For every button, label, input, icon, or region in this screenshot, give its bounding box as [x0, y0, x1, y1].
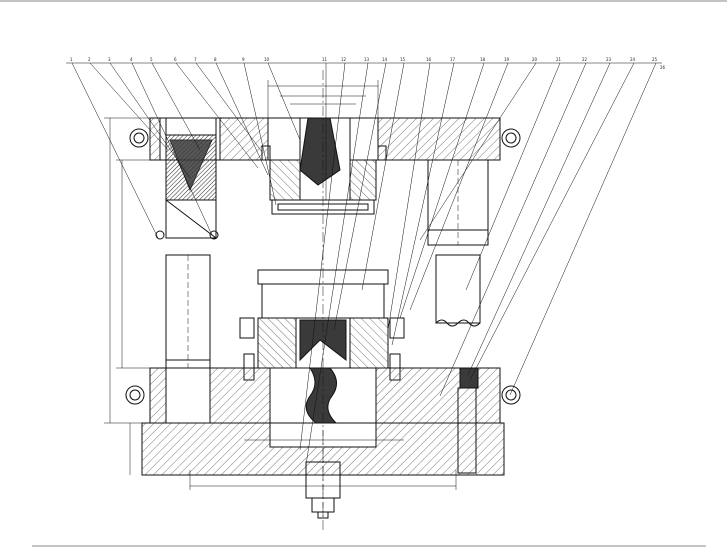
callout-26: 26 — [660, 65, 666, 70]
leader-lines — [71, 62, 657, 466]
callout-23: 23 — [606, 57, 612, 62]
lifting-ring-bottom-right — [501, 385, 521, 405]
callout-13: 13 — [364, 57, 370, 62]
callout-15: 15 — [400, 57, 406, 62]
callout-24: 24 — [630, 57, 636, 62]
upper-screw-left — [155, 230, 165, 240]
callout-5: 5 — [150, 57, 153, 62]
callout-9: 9 — [242, 57, 245, 62]
callout-3: 3 — [108, 57, 111, 62]
callout-8: 8 — [214, 57, 217, 62]
lifting-ring-top-left — [129, 128, 149, 148]
lower-support-block-right — [435, 254, 481, 324]
callout-17: 17 — [450, 57, 456, 62]
callout-4: 4 — [130, 57, 133, 62]
callout-14: 14 — [382, 57, 388, 62]
lifting-ring-top-right — [501, 128, 521, 148]
callout-10: 10 — [264, 57, 270, 62]
callout-7: 7 — [194, 57, 197, 62]
callout-18: 18 — [480, 57, 486, 62]
callout-1: 1 — [70, 57, 73, 62]
callout-6: 6 — [174, 57, 177, 62]
callout-25: 25 — [652, 57, 658, 62]
lifting-ring-bottom-left — [125, 385, 145, 405]
callout-19: 19 — [504, 57, 510, 62]
callout-16: 16 — [426, 57, 432, 62]
callout-11: 11 — [322, 57, 328, 62]
callout-22: 22 — [582, 57, 588, 62]
callout-2: 2 — [88, 57, 91, 62]
callout-21: 21 — [556, 57, 562, 62]
callout-20: 20 — [532, 57, 538, 62]
callout-labels: 1 2 3 4 5 6 7 8 9 10 11 12 13 14 15 16 1… — [70, 57, 666, 70]
callout-12: 12 — [341, 57, 347, 62]
